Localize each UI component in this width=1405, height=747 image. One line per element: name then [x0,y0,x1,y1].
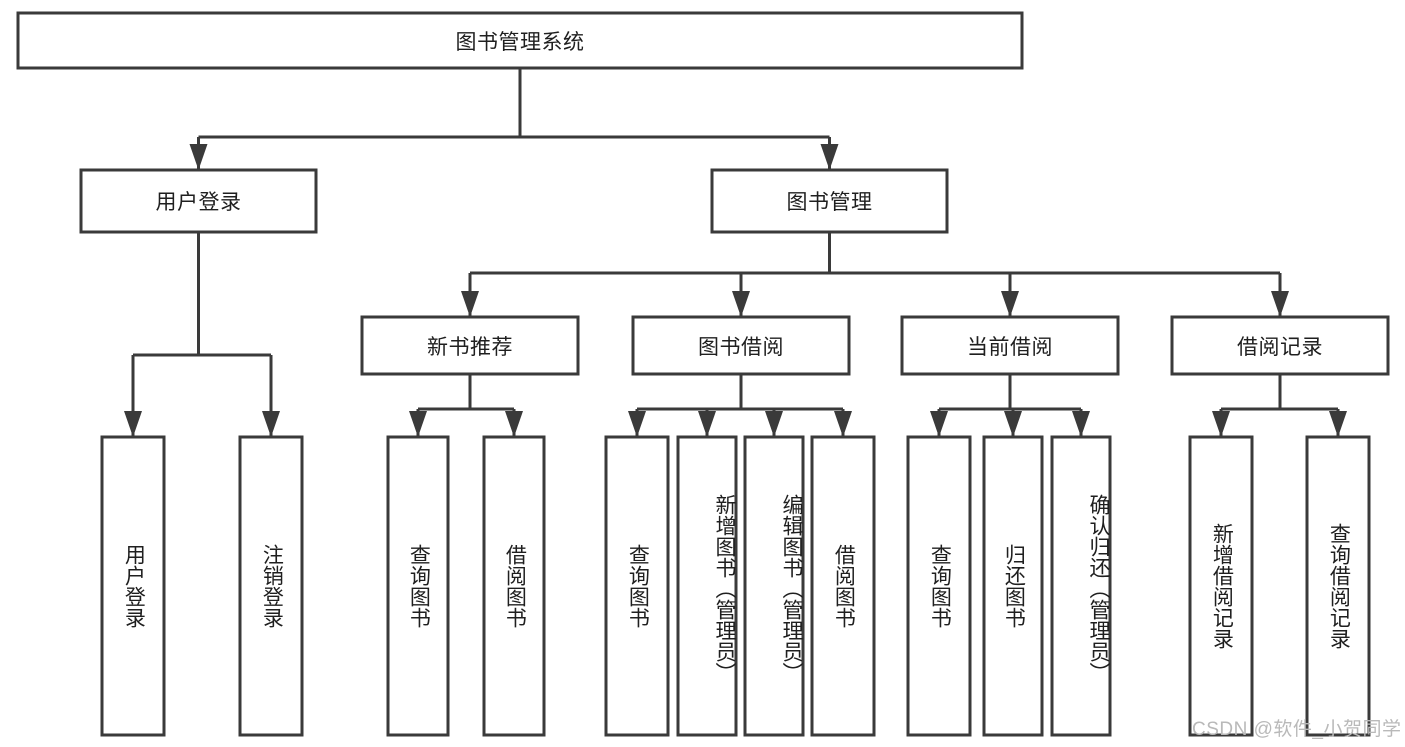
arrow-head-icon [1072,411,1090,437]
node-借阅记录-box [1170,315,1390,376]
node-leaf-查询图书-box [386,435,450,737]
arrow-head-icon [628,411,646,437]
arrow-head-icon [732,291,750,317]
arrow-head-icon [124,411,142,437]
arrow-head-icon [1001,291,1019,317]
node-leaf-确认归还管理员-box [1050,435,1112,737]
arrow-head-icon [930,411,948,437]
node-leaf-注销登录-box [238,435,304,737]
node-leaf-查询图书-box [604,435,670,737]
arrow-head-icon [1212,411,1230,437]
arrow-head-icon [461,291,479,317]
node-leaf-借阅图书-box [482,435,546,737]
node-leaf-借阅图书-box [810,435,876,737]
node-新书推荐-box [360,315,580,376]
node-root-box [16,11,1024,70]
node-图书借阅-box [631,315,851,376]
node-当前借阅-box [900,315,1120,376]
arrow-head-icon [698,411,716,437]
arrow-head-icon [1329,411,1347,437]
node-图书管理-box [710,168,949,234]
node-leaf-新增借阅记录-box [1188,435,1254,737]
arrow-head-icon [1271,291,1289,317]
node-leaf-查询图书-box [906,435,972,737]
arrow-head-icon [262,411,280,437]
arrow-head-icon [409,411,427,437]
node-leaf-编辑图书管理员-box [743,435,805,737]
node-leaf-归还图书-box [982,435,1044,737]
arrow-head-icon [765,411,783,437]
node-leaf-查询借阅记录-box [1305,435,1371,737]
arrow-head-icon [820,144,839,170]
node-用户登录-box [79,168,318,234]
node-leaf-新增图书管理员-box [676,435,738,737]
arrow-head-icon [834,411,852,437]
arrow-head-icon [189,144,208,170]
arrow-head-icon [1004,411,1022,437]
node-leaf-用户登录-box [100,435,166,737]
arrow-head-icon [505,411,523,437]
